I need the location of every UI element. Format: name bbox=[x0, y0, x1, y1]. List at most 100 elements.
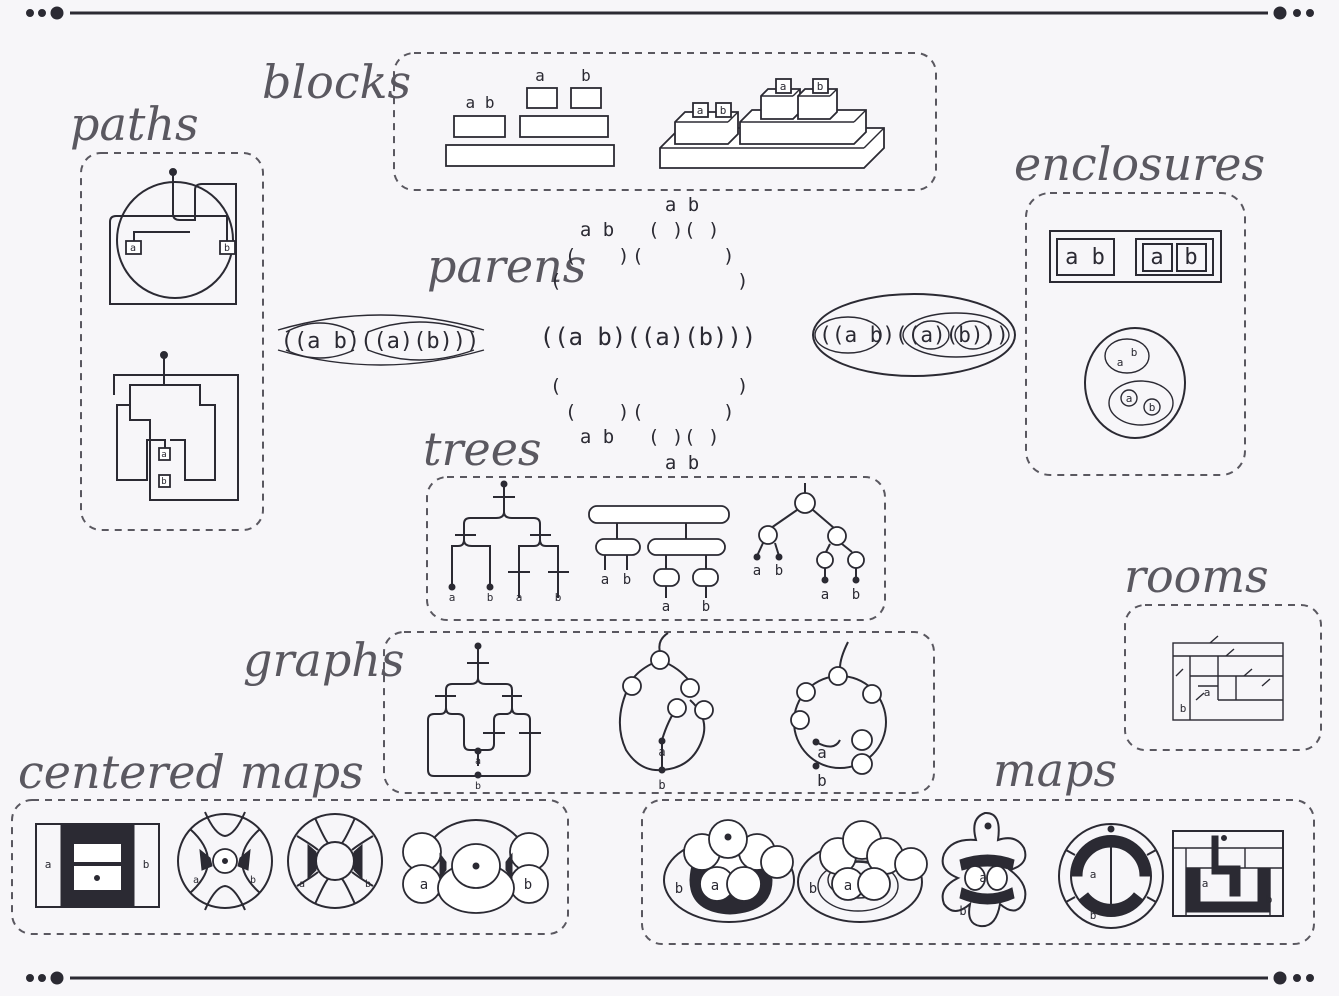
paths-figure-top: a b bbox=[109, 168, 237, 305]
maps-title: maps bbox=[993, 743, 1117, 797]
trees-3-a-label: a bbox=[753, 563, 761, 579]
map-1-b-label: b bbox=[675, 881, 683, 897]
enclosures-rect-figure: a b a b bbox=[1049, 230, 1222, 283]
paths-top-b-label: b bbox=[224, 243, 230, 254]
parens-title: parens bbox=[427, 239, 586, 293]
blocks-3d-b-label: b bbox=[720, 104, 727, 117]
centered-maps-panel bbox=[11, 799, 569, 935]
map-1: a b bbox=[663, 819, 795, 923]
map-4-b-label: b bbox=[1090, 909, 1097, 922]
svg-text:(: ( bbox=[550, 270, 561, 292]
enclosures-panel bbox=[1025, 192, 1246, 476]
blocks-title: blocks bbox=[262, 55, 411, 109]
trees-1-a2-label: a bbox=[516, 591, 523, 604]
trees-3-b2-label: b bbox=[852, 587, 860, 603]
svg-text:(: ( bbox=[648, 426, 659, 448]
map-1-a-label: a bbox=[711, 878, 719, 894]
map-4: a b bbox=[1058, 823, 1164, 929]
map-2: a b bbox=[797, 820, 928, 923]
map-3: a b bbox=[941, 811, 1027, 928]
centered-map-1-a-label: a bbox=[45, 858, 52, 871]
graphs-2-b-label: b bbox=[658, 778, 665, 792]
enclosures-circle-b2-label: b bbox=[1149, 401, 1156, 414]
trees-1-a-label: a bbox=[449, 591, 456, 604]
enclosures-rect-a-label: a bbox=[1150, 245, 1163, 270]
parens-upper-ab-label-1: a b bbox=[665, 194, 699, 216]
blocks-flat-a-label: a bbox=[535, 66, 545, 85]
parens-left-figure: ((a b)((a)(b))) bbox=[277, 314, 485, 366]
parens-right-expression: ((a b)((a)(b))) bbox=[819, 323, 1009, 347]
blocks-3d-a-label: a bbox=[697, 104, 704, 117]
graphs-3-a-label: a bbox=[817, 743, 827, 762]
blocks-3d-figure: a b a b bbox=[659, 78, 885, 169]
rooms-a-label: a bbox=[1204, 686, 1211, 699]
blocks-panel bbox=[393, 52, 937, 191]
blocks-3d-a2-label: a bbox=[780, 80, 787, 93]
svg-text:): ) bbox=[672, 219, 683, 241]
svg-text:): ) bbox=[708, 219, 719, 241]
svg-text:): ) bbox=[737, 270, 748, 292]
blocks-3d-b2-label: b bbox=[817, 80, 824, 93]
svg-text:): ) bbox=[672, 426, 683, 448]
centered-map-3-b-label: b bbox=[365, 879, 371, 890]
centered-map-3-a-label: a bbox=[299, 879, 305, 890]
graphs-figure-2: a b bbox=[618, 632, 714, 792]
rooms-b-label: b bbox=[1180, 702, 1187, 715]
trees-1-b-label: b bbox=[487, 591, 494, 604]
centered-map-1-b-label: b bbox=[143, 858, 150, 871]
trees-3-b-label: b bbox=[775, 563, 783, 579]
parens-upper-ab-label-2: a b bbox=[580, 219, 614, 241]
svg-text:): ) bbox=[737, 375, 748, 397]
svg-text:): ) bbox=[618, 401, 629, 423]
svg-text:(: ( bbox=[648, 219, 659, 241]
svg-text:(: ( bbox=[632, 401, 643, 423]
graphs-3-b-label: b bbox=[817, 771, 827, 790]
svg-text:): ) bbox=[618, 245, 629, 267]
trees-title: trees bbox=[423, 422, 542, 476]
centered-map-2-b-label: b bbox=[250, 875, 256, 886]
trees-2-a-label: a bbox=[601, 572, 609, 588]
svg-text:(: ( bbox=[684, 219, 695, 241]
svg-text:(: ( bbox=[565, 245, 576, 267]
rooms-panel bbox=[1124, 604, 1322, 751]
centered-map-4: a b bbox=[402, 819, 549, 914]
paths-top-a-label: a bbox=[130, 243, 136, 254]
paths-figure-bottom: a b bbox=[113, 351, 239, 501]
parens-lower-ab-label-2: a b bbox=[665, 452, 699, 474]
map-5-b-label: b bbox=[1266, 893, 1273, 906]
paths-bottom-a-label: a bbox=[161, 450, 166, 460]
top-rule bbox=[26, 6, 1314, 20]
svg-text:(: ( bbox=[565, 401, 576, 423]
paths-title: paths bbox=[70, 97, 199, 151]
enclosures-circle-a-label: a bbox=[1117, 356, 1124, 369]
trees-figure-3: a b a b bbox=[753, 483, 865, 603]
enclosures-circle-figure: a b a b bbox=[1084, 327, 1186, 439]
svg-text:(: ( bbox=[684, 426, 695, 448]
trees-2-a2-label: a bbox=[662, 599, 670, 615]
blocks-flat-b-label: b bbox=[581, 66, 591, 85]
trees-1-b2-label: b bbox=[555, 591, 562, 604]
rooms-figure: a b bbox=[1172, 635, 1284, 721]
svg-text:): ) bbox=[723, 245, 734, 267]
trees-3-a2-label: a bbox=[821, 587, 829, 603]
map-5: a b bbox=[1172, 830, 1284, 917]
graphs-1-b-label: b bbox=[475, 781, 481, 792]
map-5-a-label: a bbox=[1202, 877, 1209, 890]
trees-2-b-label: b bbox=[623, 572, 631, 588]
enclosures-rect-ab-label: a b bbox=[1065, 245, 1105, 270]
enclosures-circle-a2-label: a bbox=[1126, 392, 1133, 405]
paths-bottom-b-label: b bbox=[161, 477, 166, 487]
centered-map-3: a b bbox=[287, 813, 383, 909]
enclosures-title: enclosures bbox=[1014, 137, 1265, 191]
parens-right-figure: ((a b)((a)(b))) bbox=[812, 293, 1016, 377]
blocks-flat-figure: a b a b bbox=[445, 66, 615, 167]
svg-text:): ) bbox=[708, 426, 719, 448]
svg-text:(: ( bbox=[550, 375, 561, 397]
svg-text:): ) bbox=[723, 401, 734, 423]
graphs-figure-1: a b bbox=[427, 642, 541, 792]
centered-map-4-b-label: b bbox=[524, 877, 532, 893]
parens-lower-ab-label-1: a b bbox=[580, 426, 614, 448]
paths-panel bbox=[80, 152, 264, 531]
enclosures-rect-b-label: b bbox=[1184, 245, 1197, 270]
